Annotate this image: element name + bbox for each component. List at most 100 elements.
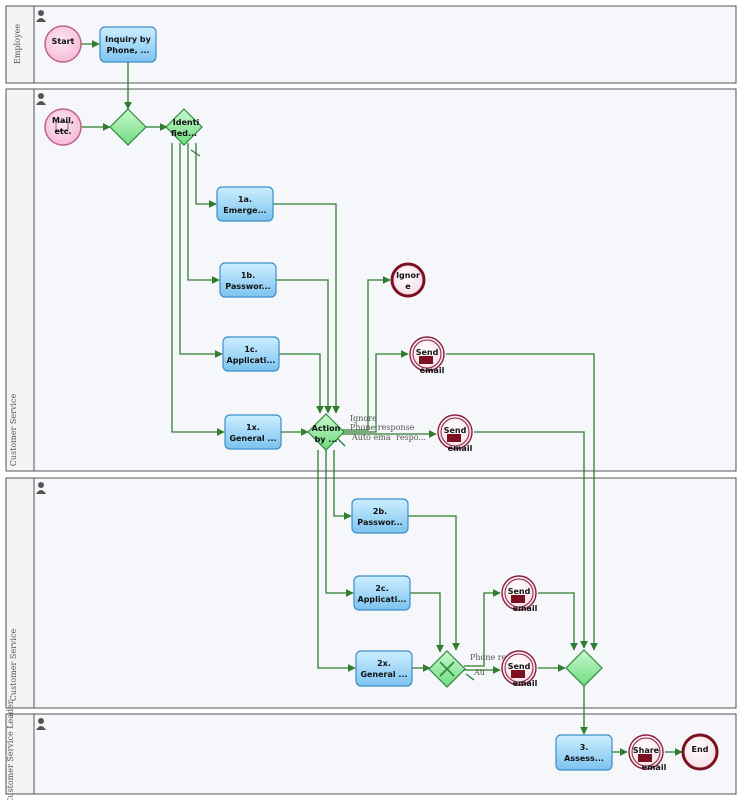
mail-label-1: Mail, bbox=[52, 116, 74, 125]
flow-action-2x[interactable] bbox=[317, 450, 356, 672]
lane-label-employee: Employee bbox=[13, 24, 22, 64]
lane-user-icon bbox=[36, 93, 46, 105]
task-1x[interactable]: 1x. General ... bbox=[224, 414, 282, 450]
mail-label-2: etc. bbox=[54, 127, 71, 136]
lane-user-icon bbox=[36, 10, 46, 22]
task-2b-line2: Passwor... bbox=[357, 518, 402, 527]
flow-action-2b[interactable] bbox=[333, 450, 352, 520]
share-line2: email bbox=[642, 763, 667, 772]
flow-action-send1[interactable] bbox=[342, 350, 409, 433]
task-2b-line1: 2b. bbox=[373, 507, 387, 516]
send2-line1: Send bbox=[444, 426, 467, 435]
envelope-icon bbox=[511, 595, 525, 603]
task-2x-line2: General ... bbox=[360, 670, 407, 679]
task-1b[interactable]: 1b. Passwor... bbox=[219, 262, 277, 298]
mail-start-event[interactable]: Mail, etc. bbox=[44, 108, 82, 146]
task-2x-line1: 2x. bbox=[377, 659, 391, 668]
message-icon bbox=[55, 121, 69, 132]
gateway-action[interactable]: Action by ... bbox=[307, 413, 345, 451]
send2-line2: email bbox=[448, 444, 473, 453]
task-1c[interactable]: 1c. Applicati... bbox=[222, 336, 280, 372]
task-1a-line1: 1a. bbox=[238, 195, 252, 204]
flow-identified-1x[interactable] bbox=[171, 143, 225, 436]
envelope-icon bbox=[511, 670, 525, 678]
gateway-merge-1[interactable] bbox=[109, 108, 147, 146]
flow-1c-action[interactable] bbox=[279, 353, 324, 414]
task-1b-line2: Passwor... bbox=[225, 282, 270, 291]
envelope-icon bbox=[447, 434, 461, 442]
start-label: Start bbox=[52, 37, 75, 46]
envelope-icon bbox=[638, 754, 652, 762]
end-event-ignore[interactable]: Ignor e bbox=[390, 262, 426, 298]
flow-action-ignore[interactable] bbox=[342, 276, 391, 431]
event-send-email-1[interactable]: Send email bbox=[409, 336, 445, 375]
flow-send1-merge[interactable] bbox=[446, 353, 598, 651]
task-1a-line2: Emerge... bbox=[223, 206, 266, 215]
event-send-email-4[interactable]: Send email bbox=[501, 650, 538, 688]
ignore-line1: Ignor bbox=[396, 271, 420, 280]
gateway-identified-line1: Identi bbox=[173, 118, 200, 127]
gateway-identified-line2: fied... bbox=[171, 129, 197, 138]
edge-label-auto-email: Auto ema bbox=[351, 433, 391, 442]
lane-customer-service-leader: Customer Service Leader bbox=[5, 700, 737, 800]
flow-2b-gateway[interactable] bbox=[408, 515, 460, 651]
lane-label-customer-service-1: Customer Service bbox=[9, 394, 18, 467]
cross-icon bbox=[439, 661, 455, 677]
flow-gateway-send3[interactable] bbox=[464, 589, 501, 667]
flow-1a-action[interactable] bbox=[273, 203, 340, 414]
flow-identified-1b[interactable] bbox=[187, 143, 220, 284]
task-3-line1: 3. bbox=[580, 743, 589, 752]
task-2x[interactable]: 2x. General ... bbox=[355, 650, 413, 687]
send3-line1: Send bbox=[508, 587, 531, 596]
edge-label-phone-response: Phone response bbox=[350, 423, 415, 432]
send1-line2: email bbox=[420, 366, 445, 375]
lane-label-customer-service-leader: Customer Service Leader bbox=[6, 700, 15, 800]
gateway-identified[interactable]: Identi fied... bbox=[165, 108, 203, 146]
flow-identified-1c[interactable] bbox=[179, 143, 223, 358]
edge-label-au: Au bbox=[473, 668, 485, 677]
task-inquiry[interactable]: Inquiry by Phone, ... bbox=[99, 26, 157, 63]
gateway-action-line2: by ... bbox=[315, 435, 338, 444]
gateway-action-line1: Action bbox=[312, 424, 341, 433]
flow-action-2c[interactable] bbox=[325, 450, 354, 597]
task-2b[interactable]: 2b. Passwor... bbox=[351, 498, 409, 534]
gateway-parallel[interactable] bbox=[428, 650, 466, 688]
send1-line1: Send bbox=[416, 348, 439, 357]
start-event[interactable]: Start bbox=[44, 25, 82, 63]
task-1c-line1: 1c. bbox=[244, 345, 257, 354]
task-2c-line1: 2c. bbox=[375, 584, 388, 593]
event-share-email[interactable]: Share email bbox=[628, 734, 667, 772]
task-1a[interactable]: 1a. Emerge... bbox=[216, 186, 274, 222]
end-event[interactable]: End bbox=[681, 733, 719, 771]
end-label: End bbox=[692, 745, 709, 754]
task-3-line2: Assess... bbox=[564, 754, 604, 763]
edge-label-ignore: Ignore bbox=[350, 414, 377, 423]
send4-line1: Send bbox=[508, 662, 531, 671]
ignore-line2: e bbox=[405, 282, 411, 291]
event-send-email-2[interactable]: Send email bbox=[437, 414, 473, 453]
flow-identified-1a[interactable] bbox=[195, 143, 217, 208]
send4-line2: email bbox=[513, 679, 538, 688]
sequence-flows bbox=[80, 40, 683, 756]
edge-labels: Ignore Phone response Auto ema respo... … bbox=[350, 414, 507, 677]
send3-line2: email bbox=[513, 604, 538, 613]
task-2c[interactable]: 2c. Applicati... bbox=[353, 575, 411, 611]
flow-send2-merge[interactable] bbox=[474, 431, 588, 649]
flow-2c-gateway[interactable] bbox=[410, 592, 444, 653]
task-2c-line2: Applicati... bbox=[358, 595, 407, 604]
event-send-email-3[interactable]: Send email bbox=[501, 575, 538, 613]
task-inquiry-line2: Phone, ... bbox=[106, 46, 149, 55]
task-inquiry-line1: Inquiry by bbox=[105, 35, 152, 44]
default-flow-markers bbox=[190, 149, 475, 681]
edge-label-phone-re: Phone re bbox=[470, 653, 507, 662]
flow-send3-merge[interactable] bbox=[538, 592, 578, 651]
task-3-assess[interactable]: 3. Assess... bbox=[555, 734, 613, 771]
gateway-merge-final[interactable] bbox=[565, 649, 603, 687]
task-1c-line2: Applicati... bbox=[227, 356, 276, 365]
task-1b-line1: 1b. bbox=[241, 271, 255, 280]
lane-user-icon bbox=[36, 482, 46, 494]
task-1x-line1: 1x. bbox=[246, 423, 260, 432]
flow-1b-action[interactable] bbox=[275, 279, 332, 414]
lane-user-icon bbox=[36, 718, 46, 730]
